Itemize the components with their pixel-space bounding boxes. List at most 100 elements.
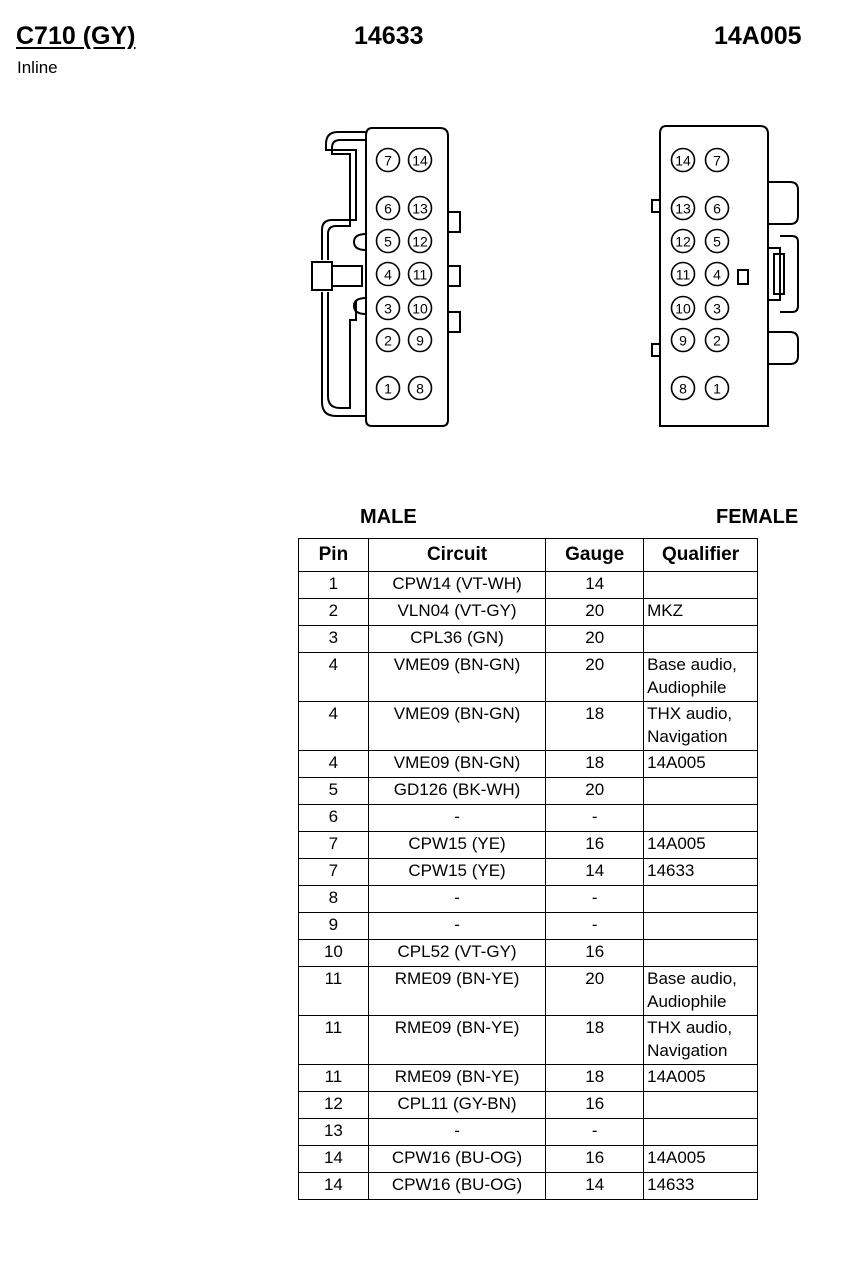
cell-pin: 14	[298, 1145, 369, 1173]
cell-gauge: 16	[545, 939, 645, 967]
pin-marker: 7	[704, 147, 730, 173]
pin-number: 13	[675, 201, 691, 217]
cell-pin: 6	[298, 804, 369, 832]
pin-marker: 13	[670, 195, 696, 221]
pin-number: 12	[412, 234, 428, 250]
cell-circuit: VME09 (BN-GN)	[367, 701, 547, 751]
header-gauge: Gauge	[545, 538, 645, 572]
pin-marker: 7	[375, 147, 401, 173]
pin-marker: 9	[407, 327, 433, 353]
header-qualifier: Qualifier	[643, 538, 758, 572]
cell-gauge: 18	[545, 701, 645, 751]
pin-marker: 2	[375, 327, 401, 353]
cell-gauge: 20	[545, 652, 645, 702]
cell-gauge: 16	[545, 1145, 645, 1173]
cell-pin: 4	[298, 701, 369, 751]
cell-circuit: CPW14 (VT-WH)	[367, 571, 547, 599]
pin-marker: 5	[375, 228, 401, 254]
cell-qualifier	[643, 777, 758, 805]
cell-circuit: -	[367, 1118, 547, 1146]
pin-marker: 9	[670, 327, 696, 353]
part-number-b: 14A005	[714, 22, 802, 50]
cell-gauge: 16	[545, 1091, 645, 1119]
cell-qualifier: 14A005	[643, 1145, 758, 1173]
pin-number: 2	[713, 333, 721, 349]
pin-marker: 1	[375, 375, 401, 401]
pin-marker: 3	[375, 295, 401, 321]
pin-number: 2	[384, 333, 392, 349]
cell-pin: 7	[298, 858, 369, 886]
pin-marker: 4	[375, 261, 401, 287]
pin-marker: 6	[375, 195, 401, 221]
table-row: 8--	[298, 885, 758, 913]
cell-pin: 11	[298, 1064, 369, 1092]
cell-pin: 7	[298, 831, 369, 859]
pin-number: 4	[384, 267, 392, 283]
cell-pin: 2	[298, 598, 369, 626]
pin-marker: 12	[407, 228, 433, 254]
pin-marker: 11	[407, 261, 433, 287]
cell-circuit: RME09 (BN-YE)	[367, 1064, 547, 1092]
pin-number: 6	[713, 201, 721, 217]
pin-number: 1	[713, 381, 721, 397]
cell-pin: 4	[298, 652, 369, 702]
cell-circuit: -	[367, 804, 547, 832]
cell-qualifier: 14633	[643, 1172, 758, 1200]
pin-number: 11	[676, 267, 691, 283]
pin-marker: 4	[704, 261, 730, 287]
cell-gauge: -	[545, 1118, 645, 1146]
pin-number: 8	[416, 381, 424, 397]
cell-pin: 14	[298, 1172, 369, 1200]
cell-qualifier: Base audio, Audiophile	[643, 652, 758, 702]
cell-circuit: VME09 (BN-GN)	[367, 652, 547, 702]
cell-pin: 10	[298, 939, 369, 967]
pin-marker: 3	[704, 295, 730, 321]
cell-gauge: 14	[545, 858, 645, 886]
pin-marker: 11	[670, 261, 696, 287]
cell-qualifier: 14A005	[643, 1064, 758, 1092]
pin-number: 12	[675, 234, 691, 250]
pin-marker: 14	[670, 147, 696, 173]
cell-qualifier	[643, 571, 758, 599]
pin-marker: 10	[407, 295, 433, 321]
cell-qualifier	[643, 804, 758, 832]
connector-type: Inline	[17, 58, 58, 77]
pin-number: 9	[679, 333, 687, 349]
pin-number: 14	[675, 153, 691, 169]
cell-gauge: 16	[545, 831, 645, 859]
cell-qualifier: Base audio, Audiophile	[643, 966, 758, 1016]
pin-number: 3	[713, 301, 721, 317]
pin-marker: 8	[407, 375, 433, 401]
table-row: 9--	[298, 912, 758, 940]
header-pin: Pin	[298, 538, 369, 572]
pin-marker: 12	[670, 228, 696, 254]
cell-circuit: GD126 (BK-WH)	[367, 777, 547, 805]
pin-marker: 8	[670, 375, 696, 401]
cell-pin: 5	[298, 777, 369, 805]
table-row: 13--	[298, 1118, 758, 1146]
cell-qualifier: MKZ	[643, 598, 758, 626]
cell-gauge: -	[545, 885, 645, 913]
pin-number: 7	[713, 153, 721, 169]
pin-marker: 10	[670, 295, 696, 321]
pin-number: 13	[412, 201, 428, 217]
cell-circuit: -	[367, 885, 547, 913]
pin-number: 11	[413, 267, 428, 283]
cell-qualifier	[643, 939, 758, 967]
pin-number: 10	[412, 301, 428, 317]
cell-pin: 13	[298, 1118, 369, 1146]
table-header-row: Pin Circuit Gauge Qualifier	[298, 538, 758, 572]
pin-number: 1	[384, 381, 392, 397]
